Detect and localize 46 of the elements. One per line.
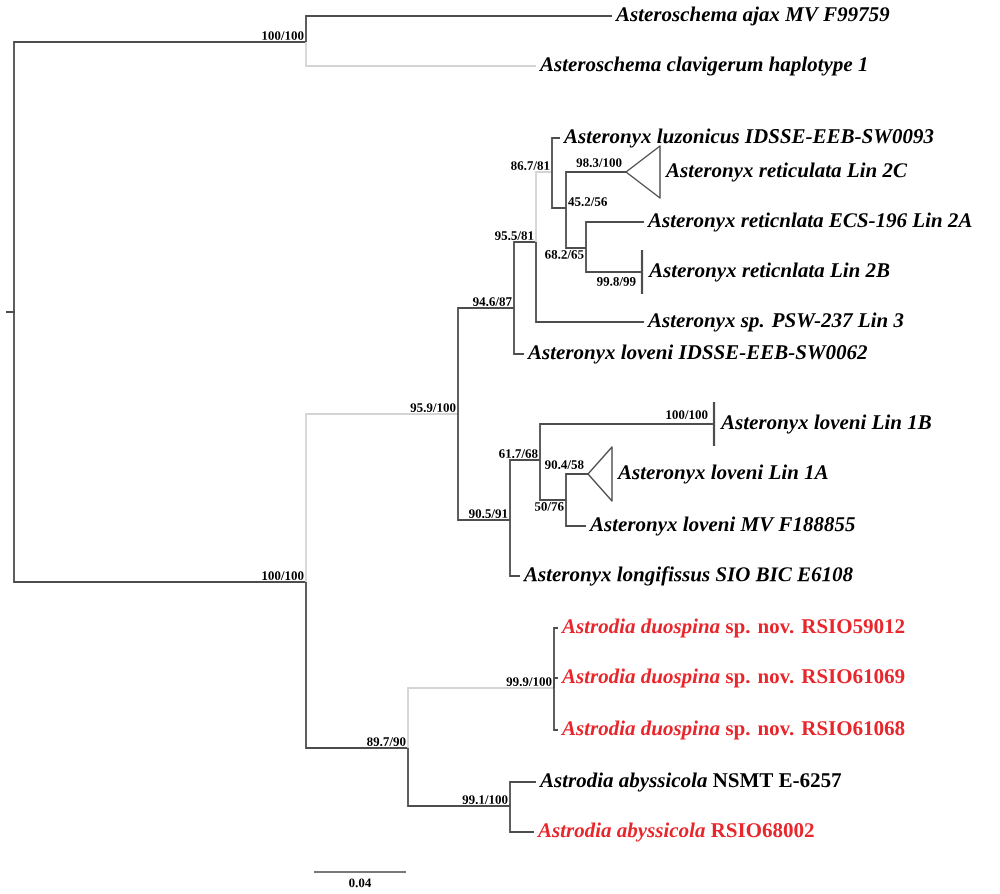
taxon-label: Asteroschema clavigerum haplotype 1	[538, 56, 867, 76]
taxon-label: Asteronyx loveni Lin 1A	[616, 464, 828, 484]
taxon-label: Astrodia duospina sp. nov. RSIO61068	[560, 720, 905, 740]
taxon-label: Asteronyx luzonicus IDSSE-EEB-SW0093	[562, 128, 934, 148]
branch-line	[513, 307, 525, 355]
branch-line	[305, 581, 409, 749]
branch-line	[509, 805, 535, 833]
branch-line	[565, 473, 589, 501]
branch-line	[565, 207, 587, 249]
branch-line	[407, 747, 511, 807]
taxon-label: Asteronyx reticnlata ECS-196 Lin 2A	[646, 212, 972, 232]
branch-line	[509, 459, 541, 521]
branch-line	[539, 423, 714, 461]
branch-line	[457, 413, 511, 521]
taxon-label: Asteronyx loveni Lin 1B	[720, 414, 931, 434]
branch-line	[585, 221, 645, 249]
taxon-label: Asteroschema ajax MV F99759	[614, 6, 890, 26]
taxon-label: Astrodia abyssicola NSMT E-6257	[538, 772, 842, 792]
branch-line	[305, 41, 537, 67]
branch-line	[565, 499, 587, 527]
branch-line	[535, 171, 553, 243]
branch-line	[535, 241, 645, 323]
branch-line	[565, 171, 627, 209]
branch-line	[551, 171, 567, 209]
branch-line	[585, 247, 642, 273]
taxon-label: Astrodia duospina sp. nov. RSIO59012	[560, 618, 905, 638]
branch-line	[509, 781, 537, 807]
branch-line	[305, 15, 613, 43]
taxon-label: Astrodia duospina sp. nov. RSIO61069	[560, 668, 905, 688]
taxon-label: Asteronyx loveni IDSSE-EEB-SW0062	[526, 344, 868, 364]
taxon-label: Asteronyx sp. PSW-237 Lin 3	[646, 312, 904, 332]
taxon-label: Asteronyx reticnlata Lin 2B	[648, 262, 890, 282]
branch-line	[5, 311, 307, 583]
taxon-label: Astrodia abyssicola RSIO68002	[536, 822, 814, 842]
branch-line	[509, 519, 521, 577]
branch-line	[553, 687, 559, 731]
taxon-label: Asteronyx longifissus SIO BIC E6108	[522, 566, 853, 586]
branch-line	[553, 677, 559, 689]
taxon-label: Asteronyx reticulata Lin 2C	[664, 162, 908, 182]
branch-line	[513, 241, 537, 309]
branch-line	[539, 459, 567, 501]
taxon-label: Asteronyx loveni MV F188855	[588, 516, 855, 536]
branch-line	[407, 687, 555, 749]
branch-line	[305, 413, 459, 583]
branch-line	[457, 307, 515, 415]
branch-line	[551, 137, 561, 173]
